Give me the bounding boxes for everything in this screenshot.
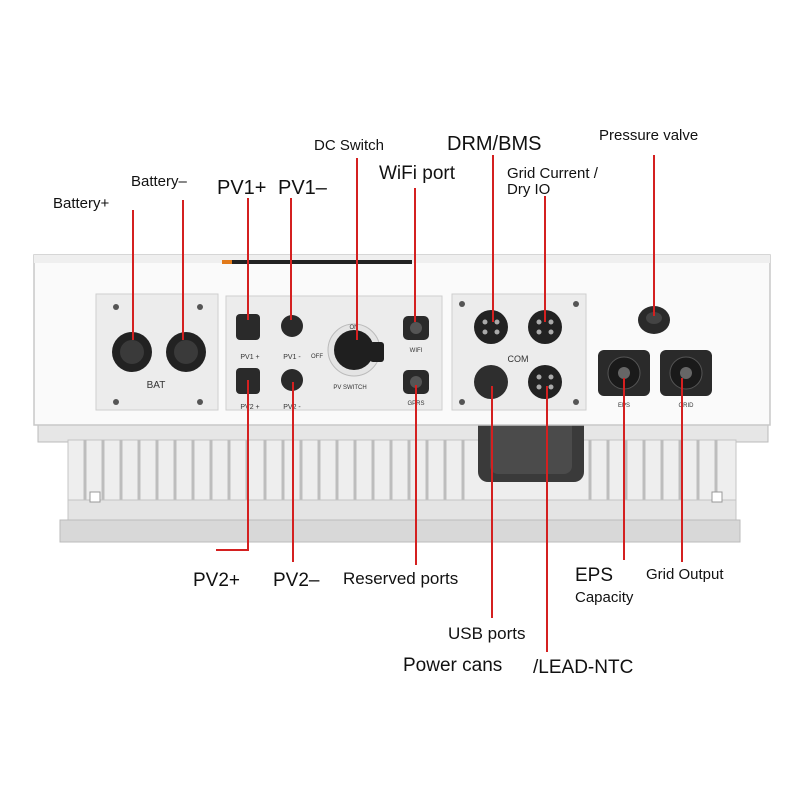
cooling-fan [478, 410, 584, 482]
label-dc-switch: DC Switch [314, 137, 385, 154]
grid-panel-text: GRID [679, 403, 695, 409]
leader-lines [132, 155, 683, 652]
label-power-cans: Power cans [403, 655, 503, 676]
pv1-minus-text: PV1 - [283, 354, 301, 361]
label-pressure-valve: Pressure valve [599, 127, 699, 144]
bat-plate: BAT [95, 293, 219, 411]
ac-connectors: EPS GRID [598, 350, 712, 409]
leader-pv2-plus [216, 380, 249, 551]
pressure-valve [638, 306, 670, 334]
label-drm-bms: DRM/BMS [447, 133, 542, 155]
label-pv1-minus: PV1– [278, 177, 327, 199]
pv-switch-text: PV SWITCH [333, 385, 366, 391]
label-eps-capacity: Capacity [575, 589, 634, 606]
label-grid-current-line1: Grid Current / [507, 165, 598, 182]
label-pv2-plus: PV2+ [193, 570, 241, 591]
pv2-plus-text: PV2 + [240, 404, 259, 411]
switch-off-text: OFF [311, 354, 323, 360]
label-usb-ports: USB ports [448, 624, 526, 643]
label-pv1-plus: PV1+ [217, 177, 267, 199]
label-reserved-ports: Reserved ports [343, 569, 459, 588]
pv1-plus-text: PV1 + [240, 354, 259, 361]
heatsink [37, 419, 769, 543]
label-lead-ntc: /LEAD-NTC [533, 657, 634, 678]
com-plate: COM [451, 293, 587, 411]
label-pv2-minus: PV2– [273, 570, 320, 591]
label-eps: EPS [575, 565, 614, 586]
pv-plate: PV1 + PV1 - PV2 + PV2 - ON OFF PV SWITCH… [225, 295, 443, 411]
label-grid-current-line2: Dry IO [507, 181, 551, 198]
label-battery-minus: Battery– [131, 173, 187, 190]
com-text: COM [508, 354, 529, 364]
bat-text: BAT [147, 380, 166, 391]
wifi-panel-text: WIFI [410, 348, 423, 354]
label-wifi-port: WiFi port [379, 163, 455, 184]
label-grid-output: Grid Output [646, 566, 724, 583]
switch-on-text: ON [350, 325, 359, 331]
label-battery-plus: Battery+ [53, 195, 110, 212]
